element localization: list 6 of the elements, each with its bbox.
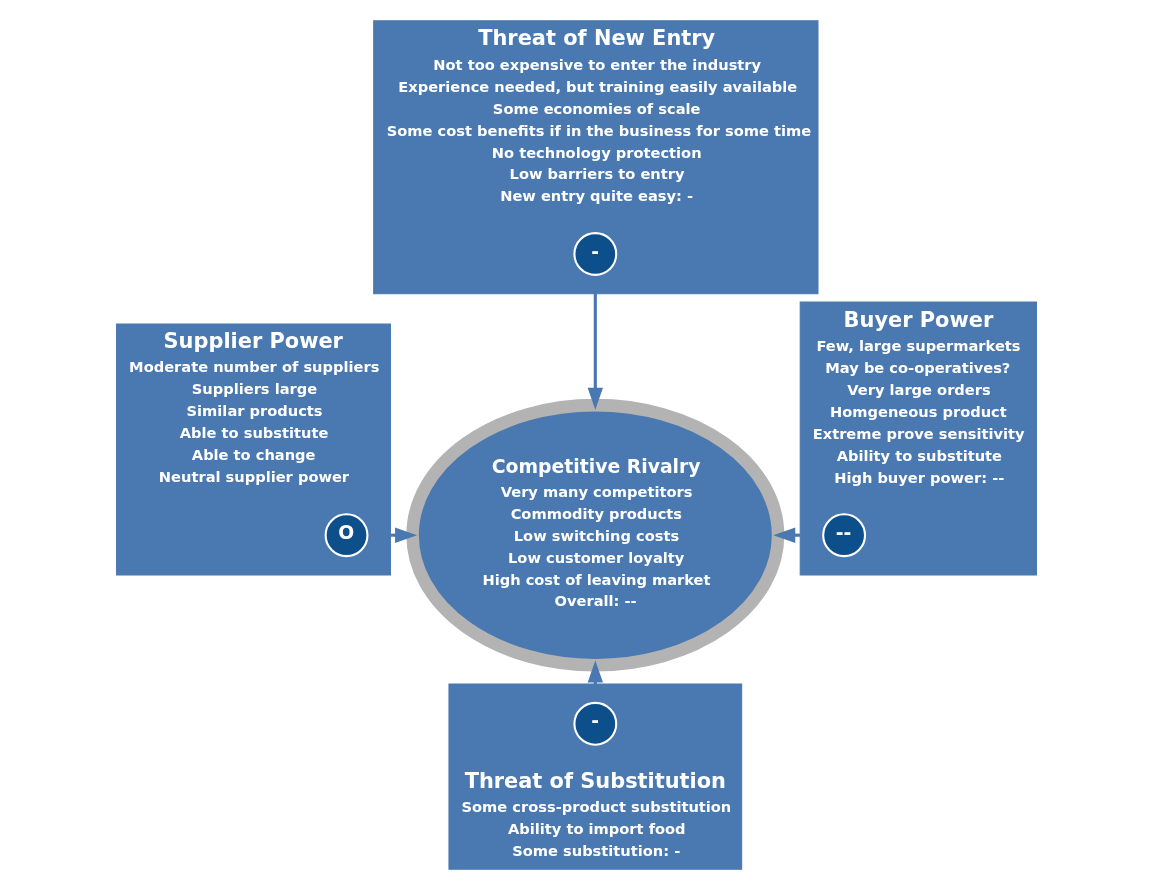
node-circle: - bbox=[572, 701, 617, 746]
arrow bbox=[587, 293, 603, 410]
node-circle: -- bbox=[821, 513, 866, 558]
node-circle: O bbox=[324, 513, 368, 558]
node-ellipse: Competitive Rivalry Very many competitors Commodity products Low switching costs Low customer loyalty High cost of leaving market Overall: -- bbox=[405, 398, 784, 672]
node-circle: - bbox=[572, 232, 617, 276]
